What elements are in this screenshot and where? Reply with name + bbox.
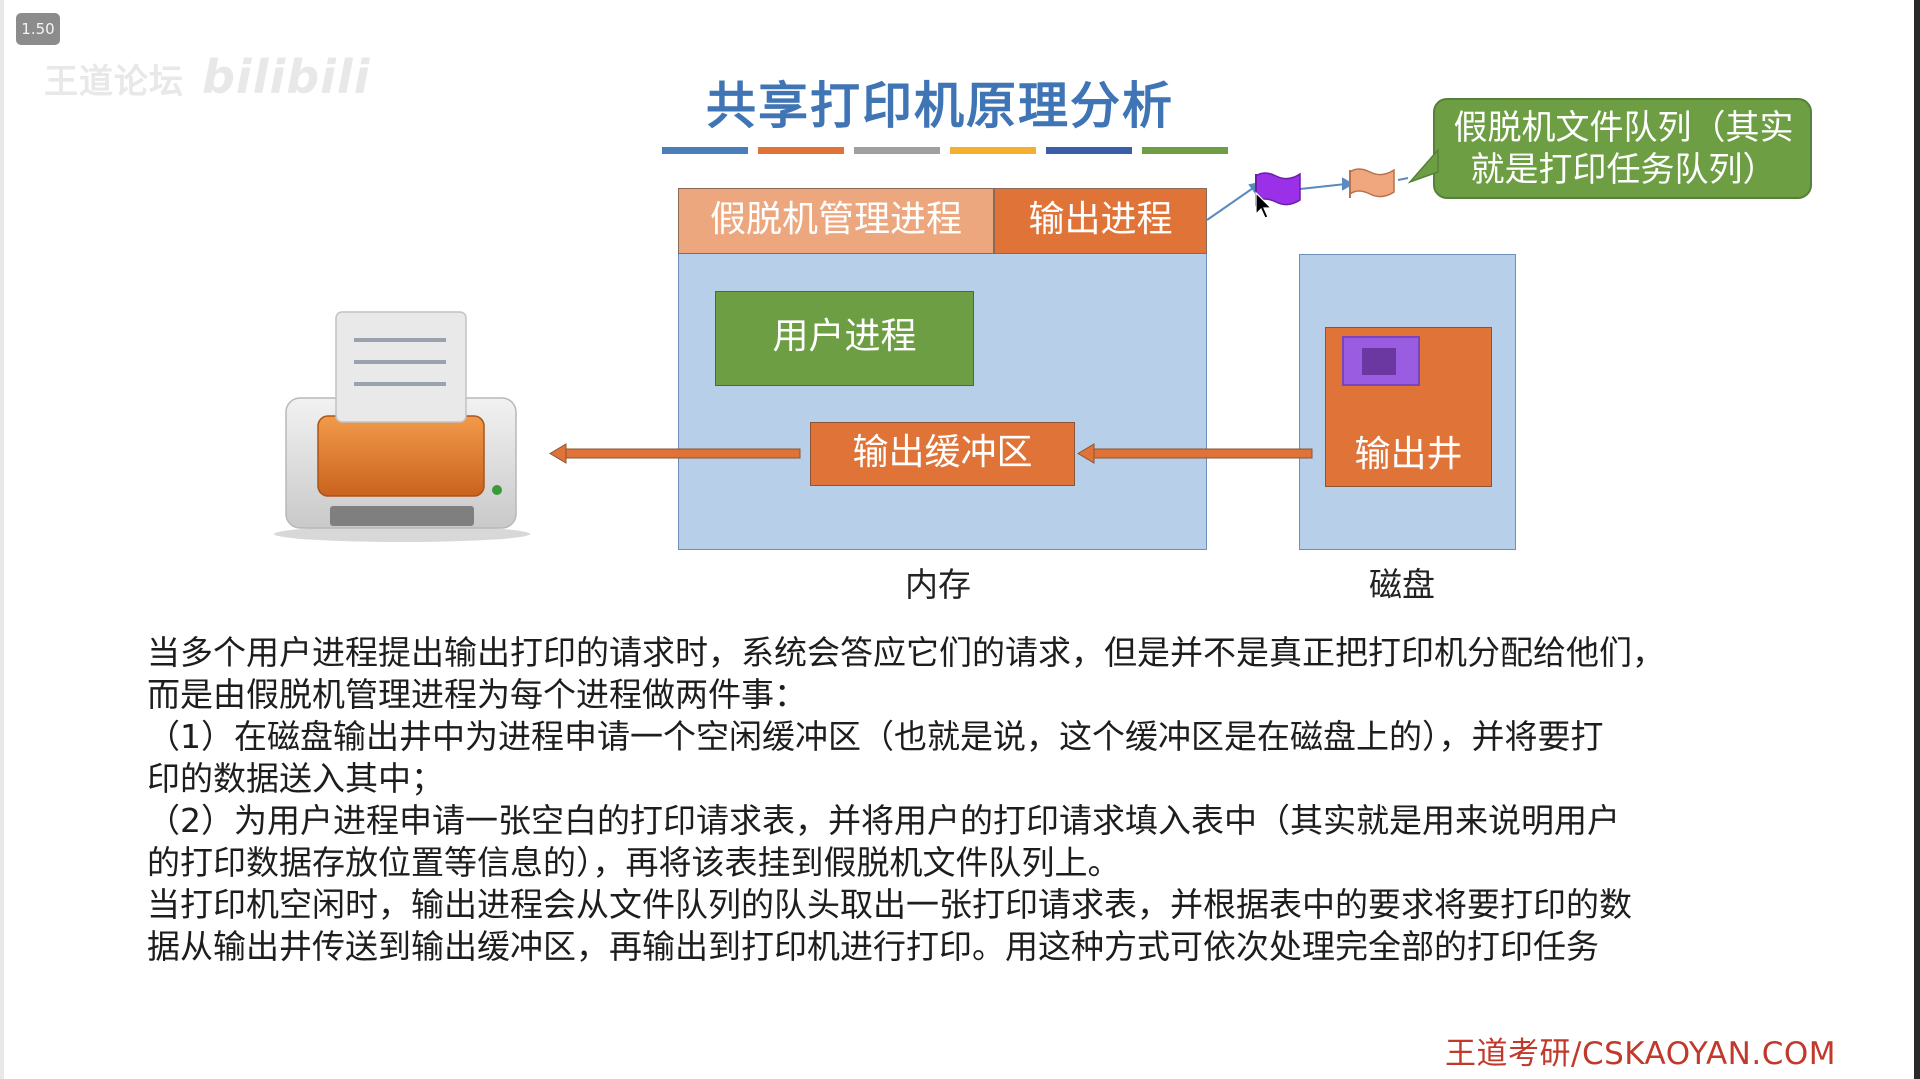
disk-caption: 磁盘 [1369, 565, 1435, 604]
slide-title: 共享打印机原理分析 [706, 77, 1174, 135]
queue-flag-icon-2 [1349, 168, 1395, 198]
user-process-box: 用户进程 [715, 291, 974, 386]
output-process-box: 输出进程 [994, 188, 1207, 254]
title-bar-6 [1142, 147, 1228, 154]
playback-speed-badge[interactable]: 1.50 [16, 13, 60, 45]
well-data-block [1342, 336, 1420, 386]
description-line: （2）为用户进程申请一张空白的打印请求表，并将用户的打印请求填入表中（其实就是用… [147, 801, 1620, 840]
description-line: 的打印数据存放位置等信息的），再将该表挂到假脱机文件队列上。 [147, 843, 1121, 882]
printer-icon [274, 311, 530, 542]
title-bar-5 [1046, 147, 1132, 154]
spooling-process-box: 假脱机管理进程 [678, 188, 994, 254]
description-line: 印的数据送入其中； [147, 759, 444, 798]
title-bar-3 [854, 147, 940, 154]
description-line: 当打印机空闲时，输出进程会从文件队列的队头取出一张打印请求表，并根据表中的要求将… [147, 885, 1632, 924]
title-bar-4 [950, 147, 1036, 154]
watermark-text: 王道论坛 [44, 62, 184, 102]
description-line: （1）在磁盘输出井中为进程申请一个空闲缓冲区（也就是说，这个缓冲区是在磁盘上的）… [147, 717, 1604, 756]
right-edge [1914, 0, 1920, 1079]
title-bar-2 [758, 147, 844, 154]
callout-pointer [1407, 148, 1439, 184]
description-line: 而是由假脱机管理进程为每个进程做两件事： [147, 675, 807, 714]
left-edge [0, 0, 4, 1079]
arrow-well-to-buffer [1077, 443, 1313, 464]
memory-caption: 内存 [905, 565, 971, 604]
video-watermark: 王道论坛 bilibili [44, 50, 370, 104]
description-line: 据从输出井传送到输出缓冲区，再输出到打印机进行打印。用这种方式可依次处理完全部的… [147, 927, 1599, 966]
output-well-label: 输出井 [1354, 434, 1463, 475]
output-well-box: 输出井 [1325, 327, 1492, 487]
footer-brand: 王道考研/CSKAOYAN.COM [1445, 1036, 1836, 1072]
bilibili-logo: bilibili [202, 50, 371, 104]
description-line: 当多个用户进程提出输出打印的请求时，系统会答应它们的请求，但是并不是真正把打印机… [147, 633, 1665, 672]
description-text: 当多个用户进程提出输出打印的请求时，系统会答应它们的请求，但是并不是真正把打印机… [147, 632, 1787, 968]
mouse-cursor-icon [1255, 191, 1273, 219]
spool-queue-callout: 假脱机文件队列（其实就是打印任务队列） [1433, 98, 1812, 199]
output-buffer-box: 输出缓冲区 [810, 422, 1075, 486]
arrow-buffer-to-printer [549, 443, 801, 464]
title-bar-1 [662, 147, 748, 154]
well-data-block-inner [1362, 348, 1396, 375]
